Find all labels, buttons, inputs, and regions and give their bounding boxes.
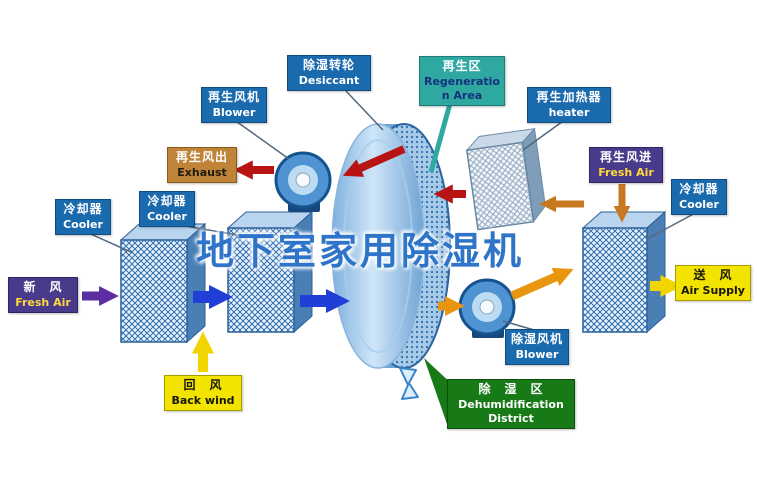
label-regen-heater-en: heater bbox=[548, 105, 590, 119]
label-dehum-district-en: Dehumidification District bbox=[458, 397, 564, 425]
label-regeneration-area: 再生区 Regeneration Area bbox=[419, 56, 505, 107]
label-desiccant: 除湿转轮 Desiccant bbox=[287, 55, 371, 91]
label-dehum-blower-en: Blower bbox=[515, 347, 559, 361]
label-regeneration-area-zh: 再生区 bbox=[442, 59, 482, 73]
label-dehum-district: 除 湿 区 Dehumidification District bbox=[447, 379, 575, 430]
label-fresh-air-in: 新 风 Fresh Air bbox=[8, 277, 78, 313]
dehum-district-wedge bbox=[424, 358, 454, 424]
label-air-supply: 送 风 Air Supply bbox=[675, 265, 751, 301]
regen-heater-exchanger-icon bbox=[465, 127, 546, 231]
label-cooler-left: 冷却器 Cooler bbox=[55, 199, 111, 235]
regen-area-pointer bbox=[428, 99, 454, 173]
label-cooler-mid: 冷却器 Cooler bbox=[139, 191, 195, 227]
label-fresh-air-in-en: Fresh Air bbox=[15, 295, 71, 309]
label-cooler-left-en: Cooler bbox=[63, 217, 103, 231]
label-cooler-right-zh: 冷却器 bbox=[679, 182, 719, 196]
label-dehum-blower-zh: 除湿风机 bbox=[510, 332, 563, 346]
label-regen-blower-zh: 再生风机 bbox=[207, 90, 260, 104]
label-air-supply-en: Air Supply bbox=[681, 283, 745, 297]
label-dehum-blower: 除湿风机 Blower bbox=[505, 329, 569, 365]
label-cooler-right-en: Cooler bbox=[679, 197, 719, 211]
label-regen-heater: 再生加热器 heater bbox=[527, 87, 611, 123]
label-cooler-left-zh: 冷却器 bbox=[63, 202, 103, 216]
label-regen-fresh-air: 再生风进 Fresh Air bbox=[589, 147, 663, 183]
label-back-wind-en: Back wind bbox=[171, 393, 235, 407]
heat-exchanger-mid-icon bbox=[226, 210, 314, 334]
label-desiccant-en: Desiccant bbox=[298, 73, 360, 87]
label-regen-blower: 再生风机 Blower bbox=[201, 87, 267, 123]
label-cooler-mid-zh: 冷却器 bbox=[147, 194, 187, 208]
label-regen-blower-en: Blower bbox=[212, 105, 256, 119]
label-dehum-district-zh: 除 湿 区 bbox=[478, 382, 544, 396]
arrow-fan-to-cooler bbox=[510, 267, 574, 301]
label-desiccant-zh: 除湿转轮 bbox=[302, 58, 355, 72]
regen-blower-fan-icon bbox=[274, 151, 332, 212]
dehum-blower-fan-icon bbox=[458, 278, 516, 338]
label-regeneration-area-en: Regeneration Area bbox=[424, 74, 500, 102]
desiccant-wheel-icon bbox=[331, 123, 451, 369]
label-exhaust-zh: 再生风出 bbox=[175, 150, 228, 164]
label-back-wind-zh: 回 风 bbox=[183, 378, 223, 392]
ribbon-icon bbox=[399, 367, 419, 400]
label-cooler-right: 冷却器 Cooler bbox=[671, 179, 727, 215]
label-regen-fresh-air-zh: 再生风进 bbox=[599, 150, 652, 164]
arrow-regen-out bbox=[342, 145, 406, 177]
label-cooler-mid-en: Cooler bbox=[147, 209, 187, 223]
label-fresh-air-in-zh: 新 风 bbox=[23, 280, 63, 294]
label-exhaust: 再生风出 Exhaust bbox=[167, 147, 237, 183]
label-back-wind: 回 风 Back wind bbox=[164, 375, 242, 411]
label-exhaust-en: Exhaust bbox=[177, 165, 227, 179]
heat-exchanger-right-icon bbox=[581, 210, 667, 334]
label-air-supply-zh: 送 风 bbox=[693, 268, 733, 282]
flow-arrows bbox=[82, 145, 683, 372]
heat-exchanger-left-icon bbox=[119, 222, 207, 344]
label-regen-fresh-air-en: Fresh Air bbox=[598, 165, 654, 179]
label-regen-heater-zh: 再生加热器 bbox=[536, 90, 602, 104]
